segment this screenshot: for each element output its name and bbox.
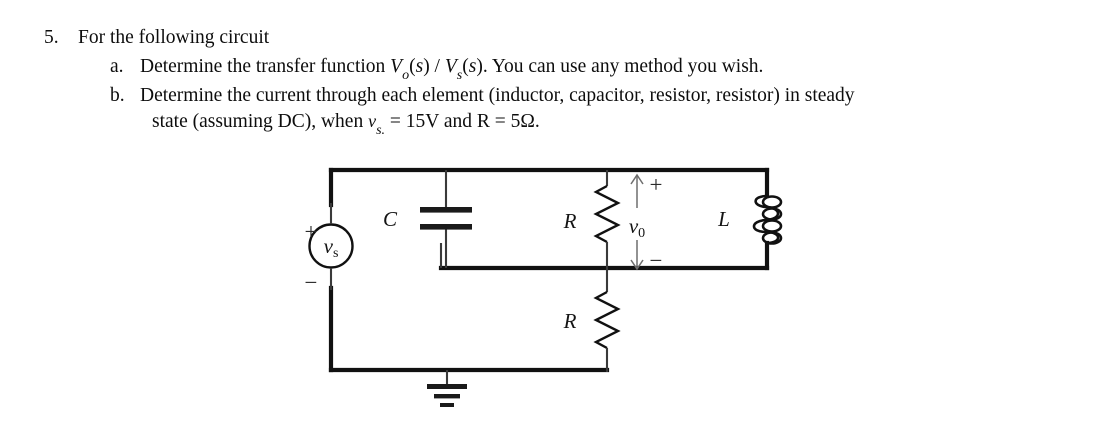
part-a-label: a. xyxy=(110,56,124,77)
voltage-source-label: vs xyxy=(324,234,339,261)
part-b-line2-pre: state (assuming DC), when xyxy=(152,111,369,132)
question-stem-row: 5. For the following circuit xyxy=(44,27,269,49)
part-b-text-line1: Determine the current through each eleme… xyxy=(140,85,855,106)
question-number: 5. xyxy=(44,27,59,48)
ground-bar-1 xyxy=(427,384,467,389)
source-minus-sign: − xyxy=(305,270,318,295)
resistor-r2-label: R xyxy=(563,309,577,333)
part-a-text: Determine the transfer function Vo(s) / … xyxy=(140,56,764,83)
resistor-r2-zigzag xyxy=(593,290,621,350)
question-part-a-row: a. Determine the transfer function Vo(s)… xyxy=(110,56,764,83)
inductor-loop-3 xyxy=(761,219,783,233)
part-b-label: b. xyxy=(110,85,125,106)
inductor-loop-4 xyxy=(761,231,783,245)
inductor-label: L xyxy=(717,207,730,231)
part-b-line2-post: = 15V and R = 5Ω. xyxy=(385,111,540,132)
v0-arrow-up-head xyxy=(630,173,644,185)
part-b-line2-var-sub: s. xyxy=(376,121,386,138)
ground-bar-3 xyxy=(440,403,454,407)
capacitor-plate-bottom xyxy=(420,224,472,230)
part-b-text-line2: state (assuming DC), when vs. = 15V and … xyxy=(152,111,540,138)
v0-plus-sign: + xyxy=(650,172,663,197)
ground-bar-2 xyxy=(434,394,460,399)
part-b-line2-var: v xyxy=(368,111,377,131)
question-part-b-row: b. Determine the current through each el… xyxy=(110,85,855,107)
voltage-source-circle xyxy=(308,223,354,269)
v0-arrow-down-head xyxy=(630,259,644,271)
capacitor-label: C xyxy=(383,207,398,231)
capacitor-plate-top xyxy=(420,207,472,213)
resistor-r1-label: R xyxy=(563,209,577,233)
resistor-r1-zigzag xyxy=(593,184,621,244)
v0-minus-sign: − xyxy=(650,248,663,273)
question-stem-text: For the following circuit xyxy=(78,27,270,48)
source-plus-sign: + xyxy=(305,219,318,244)
inductor-loop-1 xyxy=(761,195,783,209)
output-voltage-label: v0 xyxy=(629,214,645,241)
